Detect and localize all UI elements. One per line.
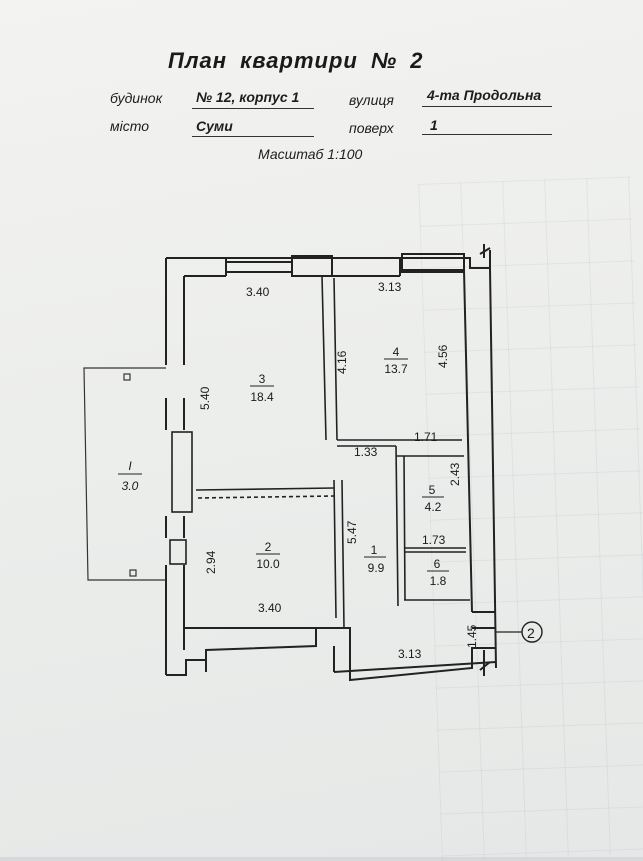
dim-room4-right: 4.56: [436, 344, 450, 368]
room6-area: 1.8: [430, 574, 447, 588]
right-wall: [463, 267, 497, 669]
top-wall-outer: [166, 250, 491, 269]
building-label: будинок: [110, 90, 163, 106]
wall-3-2: [195, 487, 335, 491]
room5-number: 5: [429, 483, 436, 497]
dim-room2-height: 2.94: [204, 550, 218, 574]
room4-area: 13.7: [384, 362, 408, 376]
floor-value: 1: [430, 117, 438, 133]
break-top: [479, 244, 491, 258]
window-top-mid: [291, 255, 333, 277]
dim-room3-width: 3.40: [246, 285, 270, 299]
dim-room5-top: 1.71: [414, 430, 438, 444]
street-value: 4-та Продольна: [427, 87, 542, 103]
floor-underline: [422, 134, 552, 135]
floor-label: поверх: [349, 120, 394, 136]
inner-walls: [169, 275, 470, 629]
break-bottom: [479, 650, 491, 676]
dim-room2-width: 3.40: [258, 601, 282, 615]
room1-number: 1: [371, 543, 378, 557]
dim-hall-length: 5.47: [345, 520, 359, 544]
bottom-wall-inner: [333, 646, 497, 673]
dim-room5-height: 2.43: [448, 462, 462, 486]
balcony: [83, 367, 166, 581]
pillar-left-lower: [169, 539, 187, 565]
balcony-outline: [83, 367, 166, 581]
wall-3-2-dashed: [197, 495, 335, 499]
scale-label: Масштаб 1:100: [258, 146, 363, 162]
street-label: вулиця: [349, 92, 394, 108]
dim-hall-width: 1.33: [354, 445, 378, 459]
balcony-post-top: [123, 373, 131, 381]
balcony-post-bottom: [129, 569, 137, 577]
city-value: Суми: [196, 118, 233, 134]
balcony-area: 3.0: [122, 479, 139, 493]
room-labels: 3 18.4 4 13.7 2 10.0 1 9.9 5 4.2 6 1.8 I…: [118, 345, 449, 588]
city-underline: [192, 136, 314, 137]
building-value: № 12, корпус 1: [196, 89, 300, 105]
dim-corridor-width: 3.13: [398, 647, 422, 661]
room6-number: 6: [434, 557, 441, 571]
wall-2-hall: [333, 479, 345, 629]
dim-room4-width: 3.13: [378, 280, 402, 294]
room3-area: 18.4: [250, 390, 274, 404]
dim-room6-width: 1.73: [422, 533, 446, 547]
dim-room4-left: 4.16: [335, 350, 349, 374]
window-top-right: [401, 253, 465, 273]
balcony-number: I: [128, 459, 132, 473]
room5-area: 4.2: [425, 500, 442, 514]
page-title: План квартири № 2: [168, 48, 424, 73]
wall-hall-5: [395, 445, 406, 607]
bottom-left-wall: [166, 627, 317, 676]
bottom-wall: [316, 627, 496, 682]
dim-room3-height: 5.40: [198, 386, 212, 410]
room2-area: 10.0: [256, 557, 280, 571]
dimension-labels: 3.40 3.13 5.40 4.16 4.56 1.33 1.71 2.43 …: [198, 280, 479, 661]
top-wall-openings: [225, 258, 401, 276]
room1-area: 9.9: [368, 561, 385, 575]
stair-lines: [472, 611, 496, 629]
room4-number: 4: [393, 345, 400, 359]
window-top-left: [225, 261, 293, 273]
city-label: місто: [110, 118, 149, 134]
street-underline: [422, 106, 552, 107]
room2-number: 2: [265, 540, 272, 554]
wall-5-6: [404, 547, 466, 553]
axis-marker-label: 2: [527, 625, 535, 641]
pillar-left: [171, 431, 193, 513]
outer-walls: [165, 244, 497, 682]
dim-stair-width: 1.45: [465, 624, 479, 648]
wall-4-hall: [337, 439, 462, 447]
building-underline: [192, 108, 314, 109]
wall-3-4: [321, 275, 338, 441]
room3-number: 3: [259, 372, 266, 386]
